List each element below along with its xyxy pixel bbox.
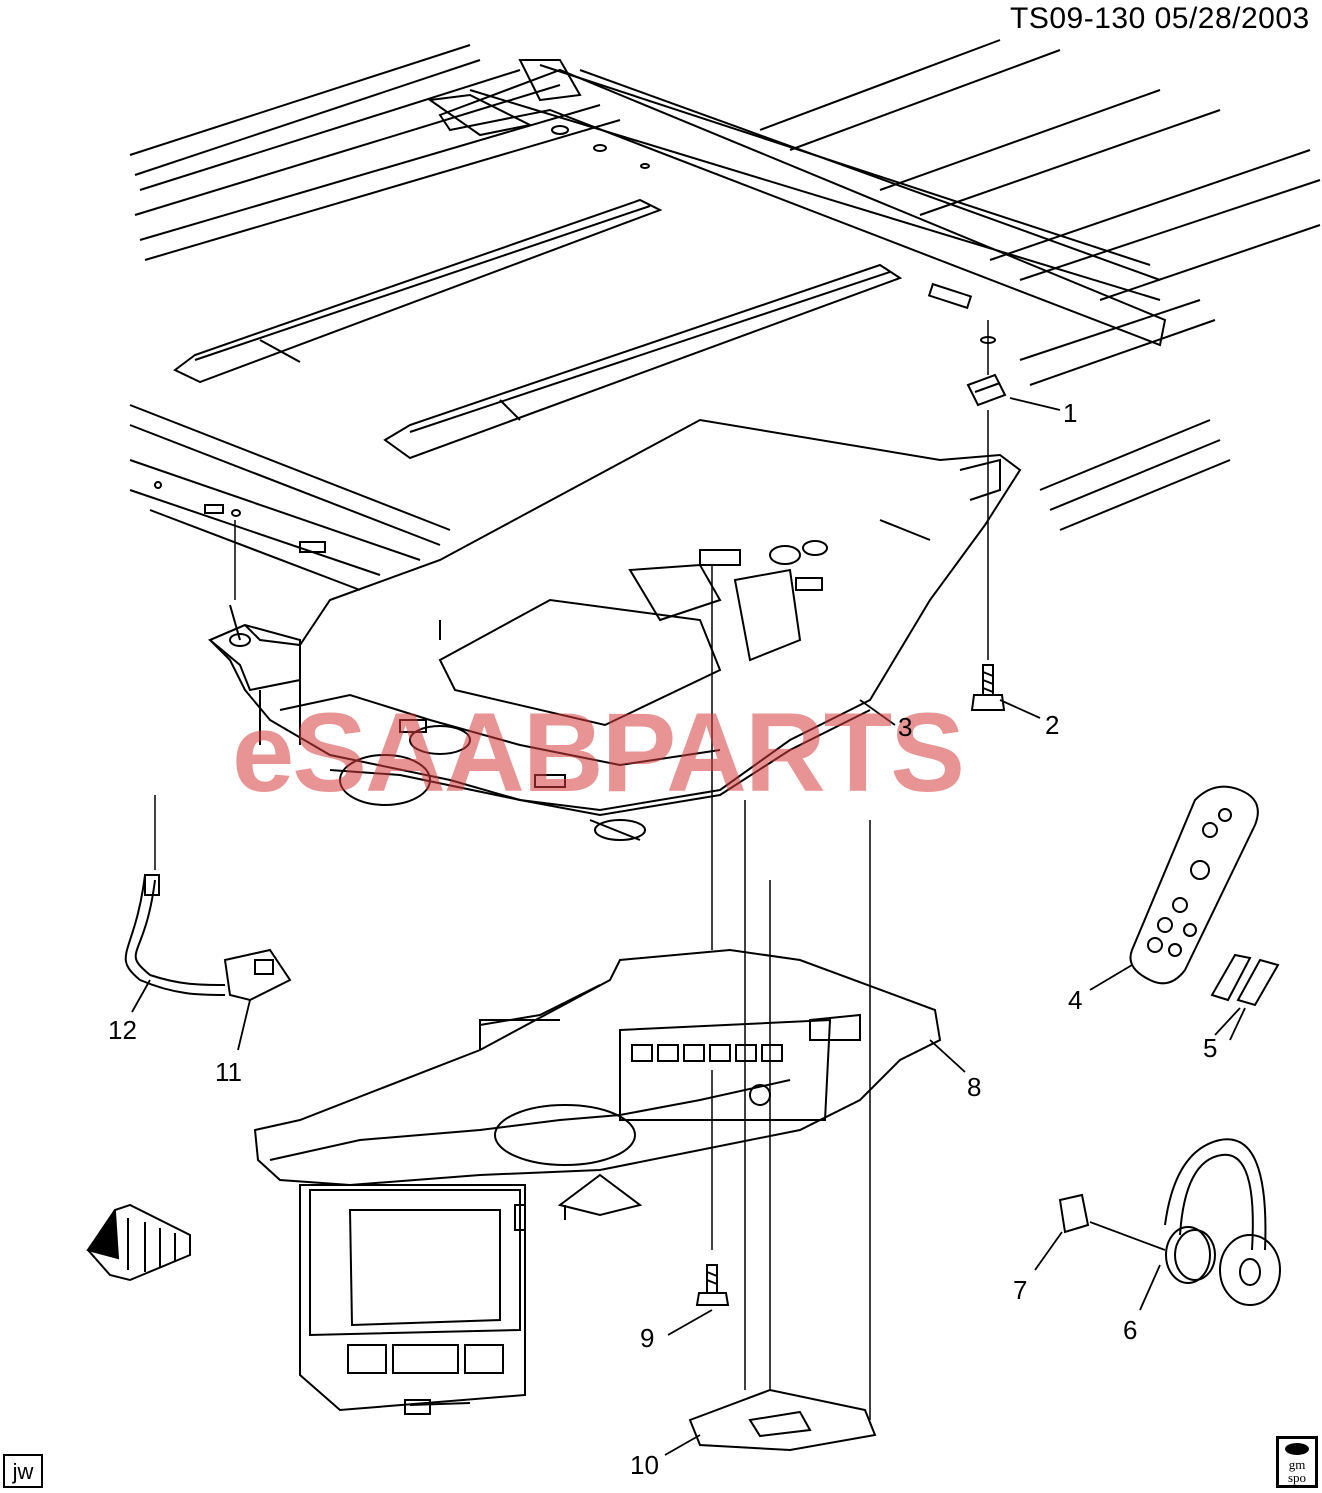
callout-2: 2 bbox=[1045, 710, 1060, 740]
part-5-batteries bbox=[1212, 955, 1278, 1005]
part-8-dvd-console-housing bbox=[255, 950, 940, 1220]
callout-3: 3 bbox=[898, 712, 913, 742]
callout-10: 10 bbox=[630, 1450, 659, 1480]
draftsman-initials-tag: jw bbox=[3, 1454, 43, 1488]
callout-8: 8 bbox=[967, 1072, 982, 1102]
part-1-clip bbox=[968, 337, 1005, 405]
part-4-remote-control bbox=[1130, 787, 1257, 984]
callout-leaders bbox=[132, 398, 1245, 1455]
callout-5: 5 bbox=[1203, 1033, 1218, 1063]
gm-logo-oval bbox=[1285, 1443, 1309, 1455]
callout-7: 7 bbox=[1013, 1275, 1028, 1305]
callout-12: 12 bbox=[108, 1015, 137, 1045]
gm-logo-line2: spo bbox=[1287, 1470, 1307, 1485]
callout-4: 4 bbox=[1068, 985, 1083, 1015]
part-7-ear-pad bbox=[1060, 1195, 1088, 1232]
gm-spo-logo-icon: gm spo bbox=[1276, 1436, 1318, 1488]
callout-11: 11 bbox=[215, 1057, 242, 1087]
callout-6: 6 bbox=[1123, 1315, 1138, 1345]
callout-1: 1 bbox=[1063, 398, 1078, 428]
alignment-lines bbox=[155, 320, 988, 1420]
flip-down-monitor bbox=[300, 1185, 525, 1414]
roof-panel-structure bbox=[130, 40, 1320, 590]
part-6-headphones bbox=[1165, 1139, 1280, 1305]
overhead-console-bracket bbox=[210, 420, 1020, 840]
part-12-wire-harness bbox=[126, 875, 225, 995]
callout-9: 9 bbox=[640, 1323, 655, 1353]
diagram-code-date: TS09-130 05/28/2003 bbox=[1010, 2, 1310, 35]
watermark-text: eSAABPARTS bbox=[232, 690, 965, 815]
part-9-screw bbox=[697, 1265, 728, 1305]
part-10-access-cover bbox=[690, 1390, 875, 1450]
gm-logo-line1: gm bbox=[1288, 1457, 1306, 1472]
front-direction-arrow-icon bbox=[88, 1205, 190, 1280]
part-2-screw bbox=[972, 665, 1004, 710]
part-11-connector bbox=[225, 950, 290, 1000]
